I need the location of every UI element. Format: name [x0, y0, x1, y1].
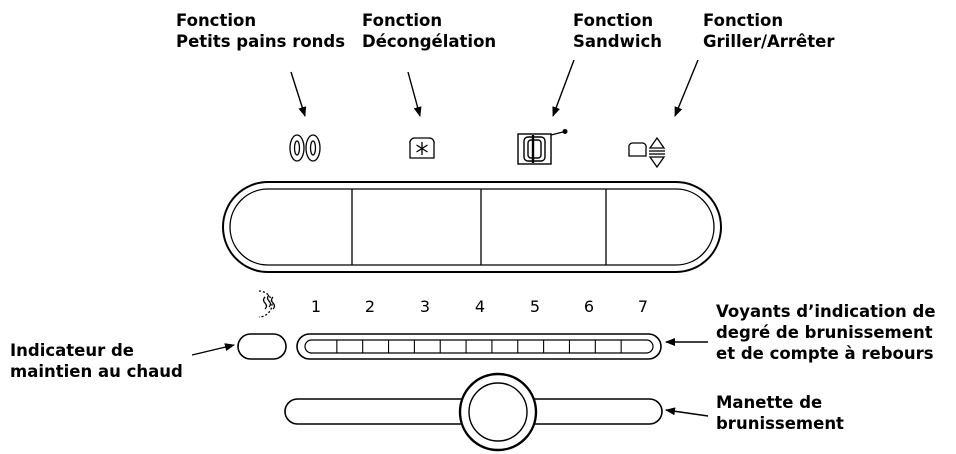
shade-number-2: 2	[364, 297, 376, 316]
defrost-button[interactable]	[352, 189, 481, 265]
sandwich-button[interactable]	[481, 189, 606, 265]
shade-number-3: 3	[419, 297, 431, 316]
defrost-icon	[409, 137, 435, 159]
shade-number-5: 5	[529, 297, 541, 316]
browning-lights-bar	[296, 333, 662, 360]
arrow-browning-dial	[665, 407, 709, 417]
arrow-sandwich	[552, 59, 575, 117]
shade-number-4: 4	[474, 297, 486, 316]
arrow-bagel	[290, 71, 307, 117]
shade-number-7: 7	[637, 297, 649, 316]
toast-cancel-icon	[628, 136, 666, 169]
keep-warm-indicator	[237, 333, 287, 360]
shade-number-6: 6	[583, 297, 595, 316]
function-buttons-panel	[222, 181, 722, 273]
arrow-keep-warm	[191, 343, 235, 356]
keep-warm-icon	[258, 290, 276, 318]
sandwich-icon	[517, 128, 568, 165]
bagel-icon	[289, 134, 321, 162]
toast-cancel-button[interactable]	[606, 189, 714, 265]
arrow-toast-cancel	[674, 59, 699, 117]
bagel-button[interactable]	[230, 189, 352, 265]
shade-number-1: 1	[310, 297, 322, 316]
arrow-defrost	[407, 71, 422, 117]
